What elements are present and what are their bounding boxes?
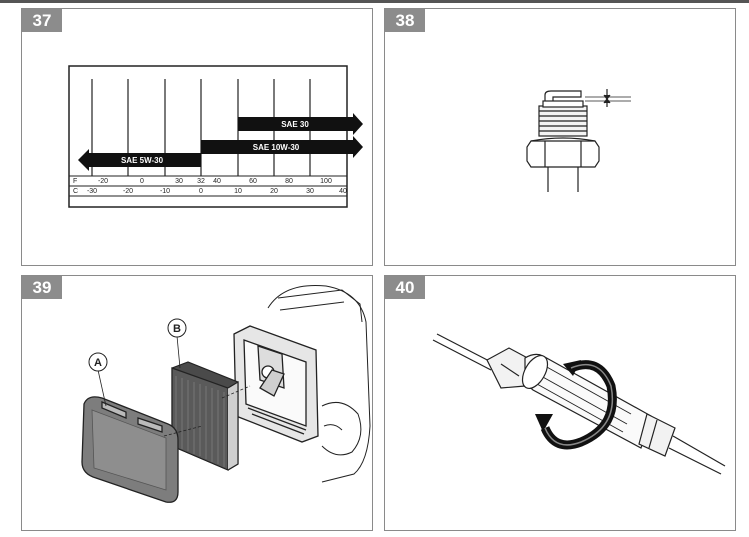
c-tick: 40 (339, 188, 347, 195)
panel-37: 37 SAE 30 SAE 10W-30 SAE 5W-30 F C -20 0… (21, 8, 373, 266)
arrow-sae10w30 (201, 136, 363, 158)
engine-outline (267, 284, 371, 483)
connector-end (638, 413, 676, 457)
c-tick: 0 (199, 188, 203, 195)
c-tick: 10 (234, 188, 242, 195)
cable-right (672, 435, 726, 467)
fahrenheit-label: F (73, 178, 77, 185)
arrow-label-sae10w30: SAE 10W-30 (253, 143, 300, 152)
oil-viscosity-chart: SAE 30 SAE 10W-30 SAE 5W-30 F C -20 0 30… (68, 65, 363, 208)
f-tick: 60 (249, 178, 257, 185)
celsius-ticks: -30 -20 -10 0 10 20 30 40 (87, 188, 347, 195)
arrow-label-sae5w30: SAE 5W-30 (121, 156, 164, 165)
filter-housing (233, 325, 319, 443)
chart-frame (68, 65, 348, 208)
c-tick: -30 (87, 188, 97, 195)
callout-b: B (173, 323, 181, 335)
top-rule (0, 0, 749, 3)
panel-38: 38 (384, 8, 736, 266)
cable-left (432, 339, 492, 371)
ground-electrode (544, 90, 582, 101)
fahrenheit-ticks: -20 0 30 32 40 60 80 100 (98, 178, 332, 185)
cable-twist-illustration (432, 333, 726, 475)
callout-b-circle (167, 318, 187, 338)
filter-cover (81, 396, 179, 503)
panel-number: 38 (385, 9, 425, 32)
f-tick: 80 (285, 178, 293, 185)
arrow-sae30 (238, 113, 363, 135)
panel-39: 39 (21, 275, 373, 531)
panel-40: 40 (384, 275, 736, 531)
spark-plug-gap-illustration (526, 89, 631, 192)
callout-a-circle (88, 352, 108, 372)
callout-a: A (94, 357, 102, 369)
c-tick: -20 (123, 188, 133, 195)
c-tick: -10 (160, 188, 170, 195)
f-tick: -20 (98, 178, 108, 185)
c-tick: 30 (306, 188, 314, 195)
panel-number: 40 (385, 276, 425, 299)
f-tick: 32 (197, 178, 205, 185)
f-tick: 40 (213, 178, 221, 185)
rotation-arrow-icon (535, 360, 617, 450)
f-tick: 100 (320, 178, 332, 185)
f-tick: 30 (175, 178, 183, 185)
arrow-sae5w30 (78, 149, 201, 171)
c-tick: 20 (270, 188, 278, 195)
celsius-label: C (73, 188, 78, 195)
air-filter-illustration: A B (81, 284, 371, 503)
plug-hex-nut (526, 140, 600, 168)
assembly-lines (163, 385, 251, 437)
arrow-label-sae30: SAE 30 (281, 120, 309, 129)
panel-number: 39 (22, 276, 62, 299)
panel-number: 37 (22, 9, 62, 32)
f-tick: 0 (140, 178, 144, 185)
filter-element (171, 361, 239, 471)
